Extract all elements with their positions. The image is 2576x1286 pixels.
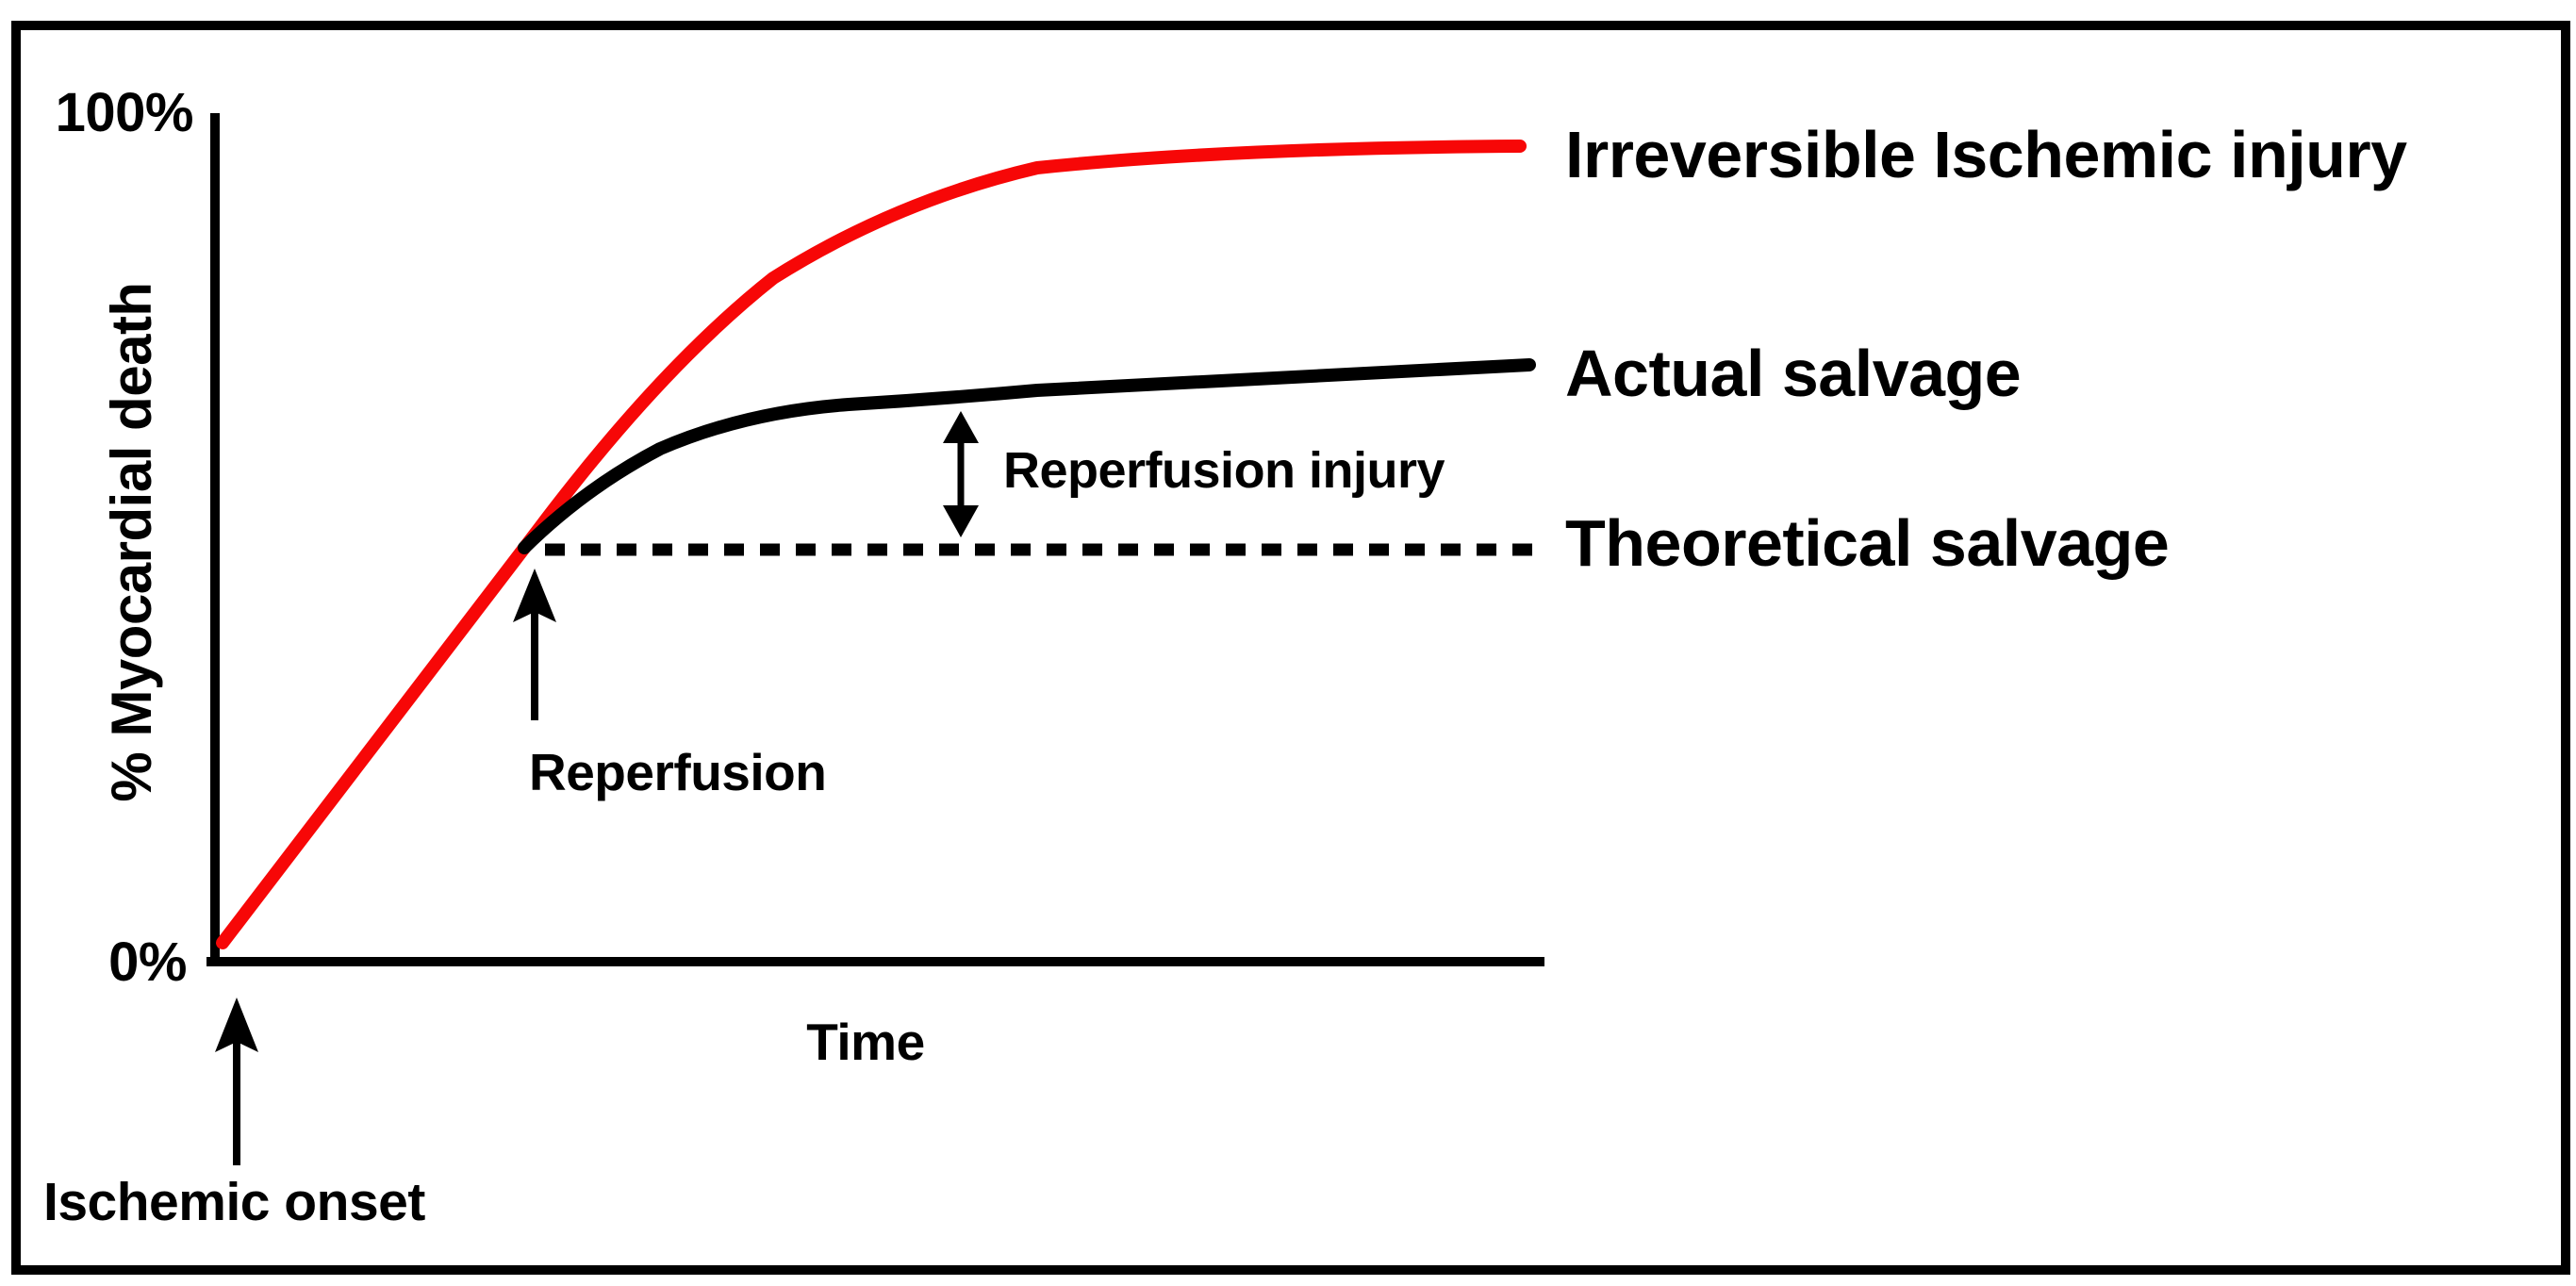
outer-border (11, 21, 2570, 1275)
theoretical-salvage-label: Theoretical salvage (1565, 506, 2169, 580)
double-arrow-up-head (943, 411, 979, 443)
y-axis-100-label: 100% (56, 82, 193, 143)
irreversible-ischemic-injury-label: Irreversible Ischemic injury (1565, 118, 2407, 191)
y-axis-title: % Myocardial death (100, 282, 163, 801)
ischemic-onset-label: Ischemic onset (43, 1172, 425, 1232)
black-curve-actual-salvage (518, 358, 1536, 554)
reperfusion-arrow-head (513, 569, 556, 622)
reperfusion-label: Reperfusion (529, 743, 826, 801)
ischemic-onset-arrow-head (215, 997, 258, 1052)
reperfusion-injury-double-arrow (943, 411, 979, 537)
red-curve-irreversible-ischemic-injury (216, 140, 1527, 949)
reperfusion-injury-label: Reperfusion injury (1003, 442, 1445, 499)
double-arrow-down-head (943, 505, 979, 537)
y-axis-0-label: 0% (108, 932, 187, 993)
ischemic-onset-arrow (215, 997, 258, 1165)
x-axis-title: Time (806, 1013, 924, 1071)
reperfusion-arrow (513, 569, 556, 720)
actual-salvage-label: Actual salvage (1565, 337, 2021, 410)
